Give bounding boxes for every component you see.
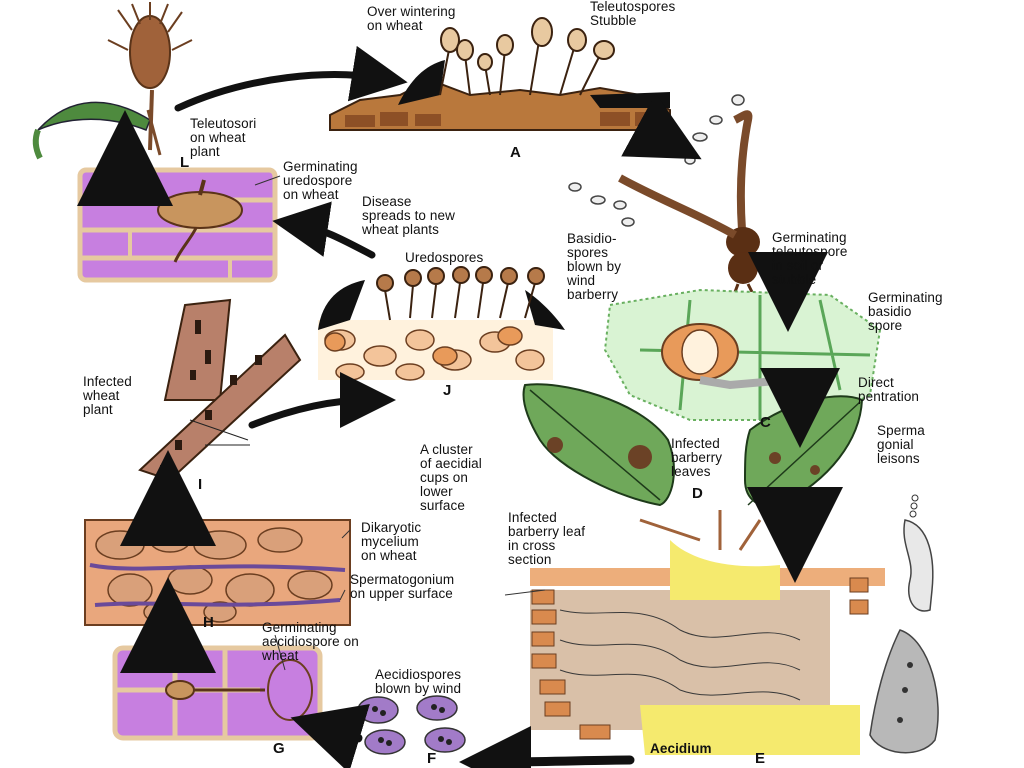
stage-letter-c: C (760, 414, 771, 431)
stage-letter-h: H (203, 614, 214, 631)
label-infected-wheat-plant: Infected wheat plant (83, 374, 132, 417)
label-aecidiospores-wind: Aecidiospores blown by wind (375, 667, 462, 696)
stage-letter-l: L (180, 154, 190, 171)
label-teleutospores-stubble: Teleutospores Stubble (590, 0, 676, 28)
stage-letter-j: J (443, 382, 452, 399)
dikaryotic-mycelium-illustration-h (84, 519, 351, 626)
label-direct-penetration: Direct pentration (858, 375, 920, 404)
uredospores-illustration-j (318, 266, 565, 381)
label-uredospores: Uredospores (405, 250, 484, 265)
label-aecidium: Aecidium (650, 741, 712, 756)
label-over-wintering: Over wintering on wheat (367, 4, 456, 33)
label-dikaryotic-mycelium: Dikaryotic mycelium on wheat (361, 520, 422, 563)
spermatia-figures (869, 494, 939, 754)
stage-letter-f: F (427, 750, 437, 767)
wheat-plant-illustration-l (32, 2, 193, 160)
label-germinating-uredospore: Germinating uredospore on wheat (283, 159, 358, 202)
label-germinating-aecidiospore: Germinating aecidiospore on wheat (262, 620, 359, 663)
germinating-teleutospore-illustration-b (568, 94, 760, 293)
label-teleutosori: Teleutosori on wheat plant (190, 116, 257, 159)
stage-letter-e: E (755, 750, 766, 767)
infected-wheat-stem-illustration-i (138, 298, 302, 482)
stage-letter-a: A (510, 144, 521, 161)
uredospore-cells-illustration (77, 167, 278, 283)
label-barberry-cross-section: Infected barberry leaf in cross section (508, 510, 586, 567)
stage-letter-g: G (273, 740, 285, 757)
stage-letter-d: D (692, 485, 703, 502)
label-disease-spreads: Disease spreads to new wheat plants (362, 194, 455, 237)
pointer-lines (254, 175, 546, 671)
stage-letter-i: I (198, 476, 203, 493)
label-infected-barberry-leaves: Infected barberry leaves (671, 436, 723, 479)
label-spermagonial-lesions: Sperma gonial leisons (877, 423, 925, 466)
label-spermatogonium: Spermatogonium on upper surface (350, 572, 455, 601)
label-germinating-basidiospore: Germinating basidio spore (868, 290, 943, 333)
teleutospores-illustration-a (329, 17, 671, 131)
label-aecidial-cluster: A cluster of aecidial cups on lower surf… (420, 442, 482, 513)
cycle-arrows (77, 45, 843, 768)
label-germinating-teleutospore: Germinating teleutospore in soil or stub… (772, 230, 848, 287)
aecidiospores-illustration-f (357, 695, 466, 755)
label-basidiospores-wind: Basidio- spores blown by wind barberry (567, 231, 622, 302)
